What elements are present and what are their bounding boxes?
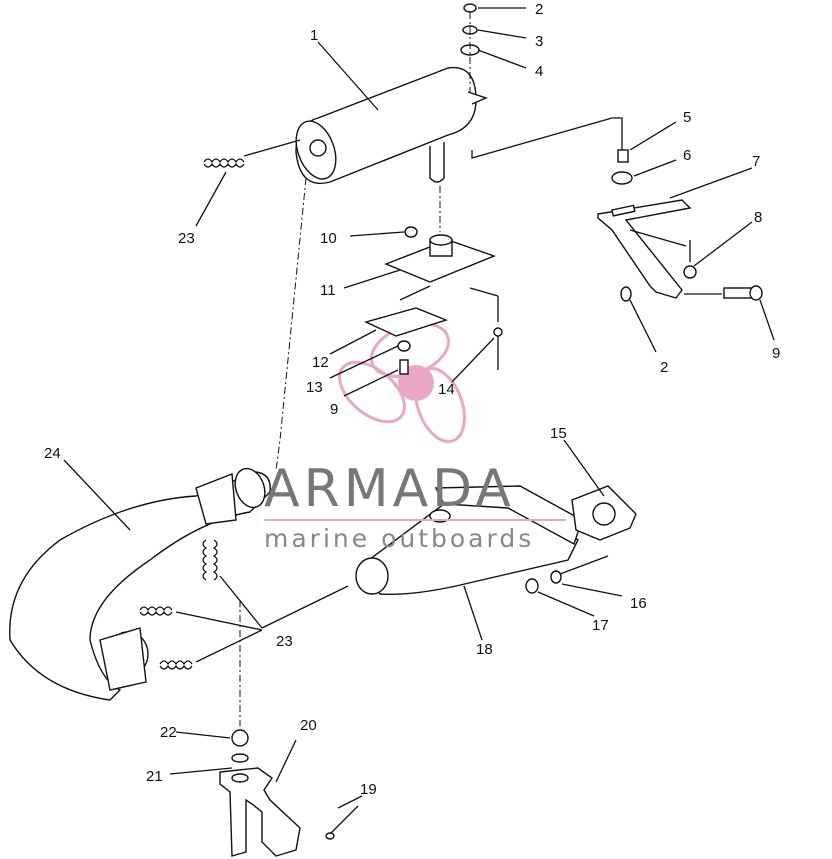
callout-1: 1 — [310, 27, 318, 44]
bolt-8 — [683, 240, 697, 279]
callout-2-top: 2 — [535, 1, 543, 18]
spacer-and-grommet — [611, 149, 633, 185]
manifold-gasket — [571, 485, 637, 541]
spring-upper — [203, 139, 301, 168]
nut-2 — [620, 286, 632, 302]
callout-9-right: 9 — [772, 345, 780, 362]
callout-23-lower: 23 — [276, 633, 293, 650]
callout-11: 11 — [320, 282, 336, 299]
callout-5: 5 — [683, 109, 691, 126]
flange-plate — [384, 186, 496, 283]
gasket — [363, 285, 499, 337]
bolt-19 — [325, 805, 359, 840]
studs — [397, 327, 503, 375]
leader-lines — [63, 7, 775, 809]
callout-12: 12 — [312, 354, 329, 371]
bolt-9-right — [684, 285, 763, 301]
callout-9-center: 9 — [330, 401, 338, 418]
springs-lower — [139, 539, 263, 670]
callout-15: 15 — [550, 425, 567, 442]
callout-19: 19 — [360, 781, 377, 798]
callout-2-bracket: 2 — [660, 359, 668, 376]
callout-20: 20 — [300, 717, 317, 734]
callout-3: 3 — [535, 33, 543, 50]
watermark-subtitle: marine outboards — [264, 524, 534, 553]
callout-23-top: 23 — [178, 230, 195, 247]
callout-22: 22 — [160, 724, 177, 741]
callout-21: 21 — [146, 768, 163, 785]
callout-10: 10 — [320, 230, 337, 247]
watermark-title: ARMADA — [264, 459, 515, 519]
callout-24: 24 — [44, 445, 61, 462]
callout-13: 13 — [306, 379, 323, 396]
callout-7: 7 — [752, 153, 760, 170]
callout-16: 16 — [630, 595, 647, 612]
washer-nut-16-17 — [525, 555, 609, 594]
lower-bracket — [219, 729, 301, 857]
top-fasteners — [460, 3, 480, 92]
header-pipe — [9, 467, 271, 701]
callout-14: 14 — [438, 381, 455, 398]
callout-17: 17 — [592, 617, 609, 634]
muffler — [295, 66, 488, 184]
nut-10 — [404, 226, 418, 238]
callout-6: 6 — [683, 147, 691, 164]
callout-18: 18 — [476, 641, 493, 658]
bracket — [597, 199, 692, 299]
callout-4: 4 — [535, 63, 543, 80]
callout-8: 8 — [754, 209, 762, 226]
